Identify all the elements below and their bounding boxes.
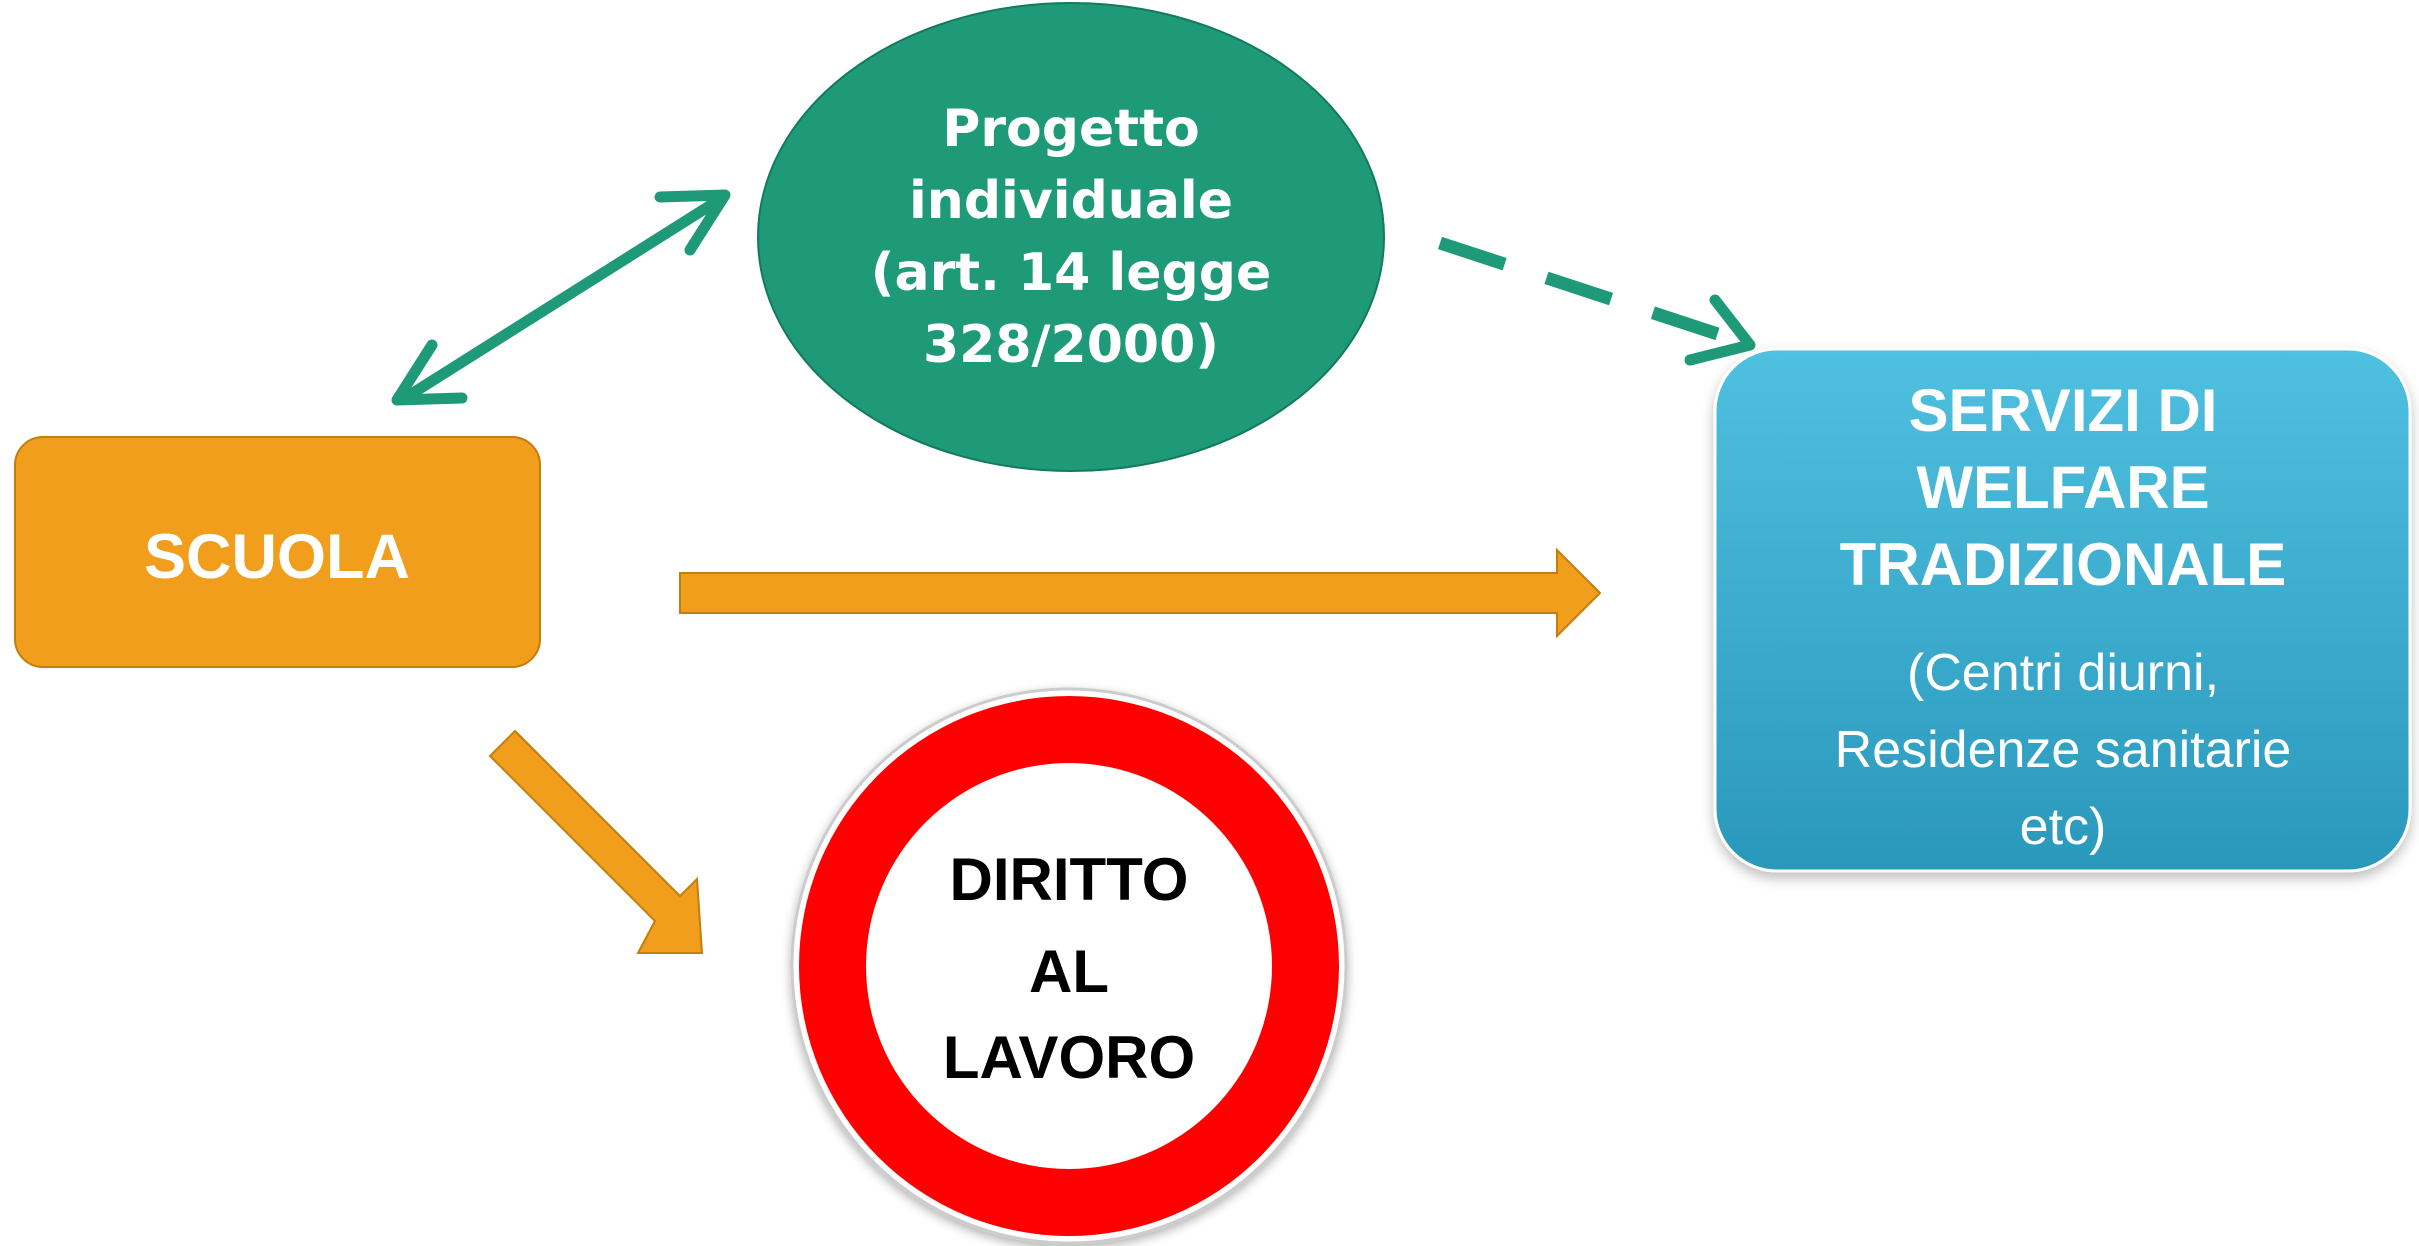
arrow-scuola-progetto bbox=[391, 189, 731, 406]
servizi-title-line-3: TRADIZIONALE bbox=[1840, 531, 2287, 598]
servizi-node: SERVIZI DI WELFARE TRADIZIONALE (Centri … bbox=[1713, 347, 2412, 873]
servizi-detail-line-1: (Centri diurni, bbox=[1907, 644, 2219, 702]
progetto-ellipse bbox=[757, 2, 1385, 472]
diritto-line-2: AL bbox=[1029, 938, 1109, 1005]
arrow-scuola-progetto-head-bottom bbox=[391, 339, 468, 406]
servizi-detail-line-3: etc) bbox=[2020, 798, 2107, 856]
scuola-node: SCUOLA bbox=[14, 436, 541, 668]
servizi-box bbox=[1713, 347, 2412, 873]
diritto-sign: DIRITTO AL LAVORO bbox=[790, 687, 1348, 1245]
progetto-node: Progetto individuale (art. 14 legge 328/… bbox=[757, 2, 1385, 472]
servizi-title-line-1: SERVIZI DI bbox=[1909, 377, 2218, 444]
arrow-scuola-progetto-head-top bbox=[654, 189, 731, 256]
progetto-line-4: 328/2000) bbox=[923, 315, 1219, 375]
diritto-line-1: DIRITTO bbox=[950, 846, 1189, 913]
progetto-line-3: (art. 14 legge bbox=[871, 243, 1272, 303]
arrow-scuola-diritto bbox=[488, 729, 704, 954]
progetto-line-1: Progetto bbox=[942, 99, 1199, 159]
scuola-label: SCUOLA bbox=[144, 522, 410, 592]
arrow-progetto-servizi-head bbox=[1684, 294, 1756, 366]
arrow-scuola-progetto-line bbox=[399, 192, 728, 404]
servizi-detail-line-2: Residenze sanitarie bbox=[1835, 721, 2292, 779]
arrow-progetto-servizi-line bbox=[1437, 236, 1733, 345]
scuola-box bbox=[14, 436, 541, 668]
sign-inner-circle bbox=[866, 763, 1272, 1169]
arrow-progetto-servizi bbox=[1437, 236, 1756, 366]
servizi-title-line-2: WELFARE bbox=[1916, 454, 2209, 521]
arrow-scuola-servizi bbox=[679, 547, 1602, 639]
progetto-line-2: individuale bbox=[909, 171, 1233, 231]
diritto-line-3: LAVORO bbox=[943, 1024, 1195, 1091]
